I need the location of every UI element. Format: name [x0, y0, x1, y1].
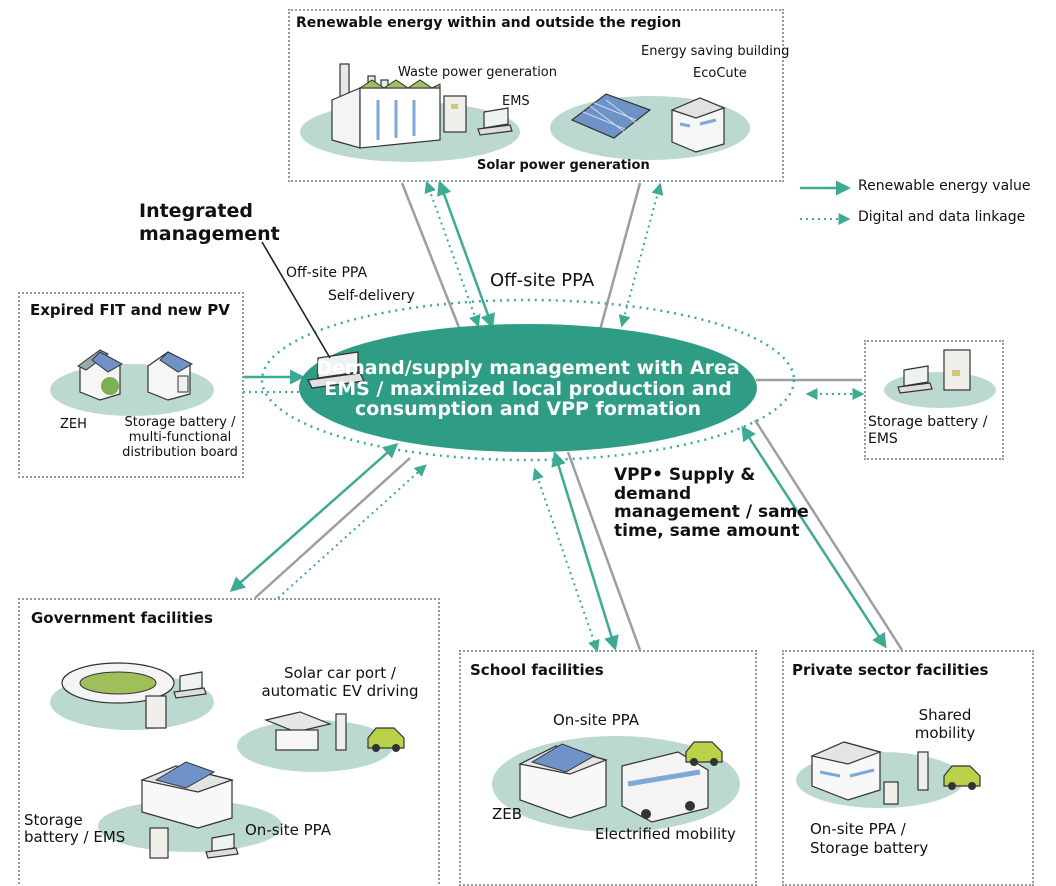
zeh-label: ZEH: [60, 417, 87, 432]
carport-label: Solar car port / automatic EV driving: [261, 664, 419, 700]
area-ems-ellipse: [299, 324, 757, 452]
ev-car-icon: [943, 765, 981, 790]
connectors: [229, 180, 904, 653]
laptop-icon: [307, 351, 365, 389]
teal-arrow: [229, 443, 399, 592]
government-box: [18, 598, 440, 886]
zeb-label: ZEB: [492, 805, 523, 823]
self-delivery: Self-delivery: [328, 288, 415, 304]
school-box: [459, 650, 757, 886]
private-onsite-label: On-site PPA / Storage battery: [810, 820, 929, 857]
shared-label: Shared mobility: [914, 706, 976, 742]
private-box: [782, 650, 1034, 886]
legend-dotted-label: Digital and data linkage: [858, 209, 1026, 225]
ev-car-icon: [367, 727, 405, 752]
house-icon: [147, 351, 194, 401]
laptop-icon: [205, 833, 239, 859]
fit-title: Expired FIT and new PV: [30, 301, 230, 319]
mobility-label: Electrified mobility: [595, 825, 736, 843]
fit-box: [18, 292, 244, 478]
saving-label: Energy saving building: [641, 44, 790, 59]
integrated-label: Integrated management: [139, 200, 280, 245]
school-onsite-label: On-site PPA: [553, 711, 639, 729]
ems-cabinet-icon: [443, 95, 467, 133]
storage-box: [864, 340, 1004, 460]
gov-onsite-label: On-site PPA: [245, 821, 331, 839]
storage-right-label: Storage battery / EMS: [868, 414, 988, 447]
government-title: Government facilities: [31, 609, 213, 627]
ecocute-label: EcoCute: [693, 66, 747, 81]
charger-icon: [917, 751, 929, 791]
office-building-icon: [810, 741, 882, 801]
battery-cabinet-icon: [943, 349, 971, 391]
renewable-box: [288, 9, 784, 182]
teal-arrow: [551, 451, 619, 651]
building-icon: [139, 761, 235, 829]
solar-panel-icon: [570, 93, 652, 139]
offsite-ppa-center: Off-site PPA: [490, 270, 595, 291]
legend-solid-label: Renewable energy value: [858, 178, 1031, 194]
offsite-ppa-left: Off-site PPA: [286, 265, 368, 281]
carport-icon: [264, 711, 347, 751]
bus-icon: [621, 751, 709, 823]
fit-storage-label: Storage battery / multi-functional distr…: [122, 415, 238, 460]
dotted-arrow: [618, 182, 664, 328]
dotted-arrow: [532, 467, 600, 653]
gov-storage-label: Storage battery / EMS: [24, 811, 126, 847]
house-icon: [77, 349, 124, 401]
ems-label: EMS: [502, 94, 530, 109]
laptop-icon: [477, 107, 513, 136]
private-title: Private sector facilities: [792, 661, 989, 679]
factory-icon: [331, 63, 441, 149]
dotted-arrow: [424, 180, 481, 328]
legend: [800, 180, 851, 225]
battery-cabinet-icon: [149, 827, 169, 859]
renewable-title: Renewable energy within and outside the …: [296, 15, 682, 31]
ev-car-icon: [685, 741, 723, 766]
laptop-icon: [897, 365, 933, 394]
pointer-line: [261, 241, 331, 359]
vpp-label: VPP• Supply & demand management / same t…: [614, 465, 809, 542]
teal-arrow: [437, 180, 495, 329]
gray-line: [254, 457, 411, 599]
solar-label: Solar power generation: [477, 158, 650, 173]
building-icon: [670, 97, 726, 153]
laptop-icon: [173, 671, 207, 699]
stadium-icon: [61, 662, 175, 704]
battery-cabinet-icon: [145, 695, 167, 729]
gray-line: [598, 182, 642, 331]
teal-arrow: [741, 425, 887, 649]
area-ems-dotted-ring: [260, 298, 796, 462]
waste-label: Waste power generation: [398, 65, 558, 80]
battery-cabinet-icon: [883, 781, 899, 805]
school-building-icon: [518, 743, 608, 819]
school-title: School facilities: [470, 661, 604, 679]
gray-line: [566, 451, 642, 651]
